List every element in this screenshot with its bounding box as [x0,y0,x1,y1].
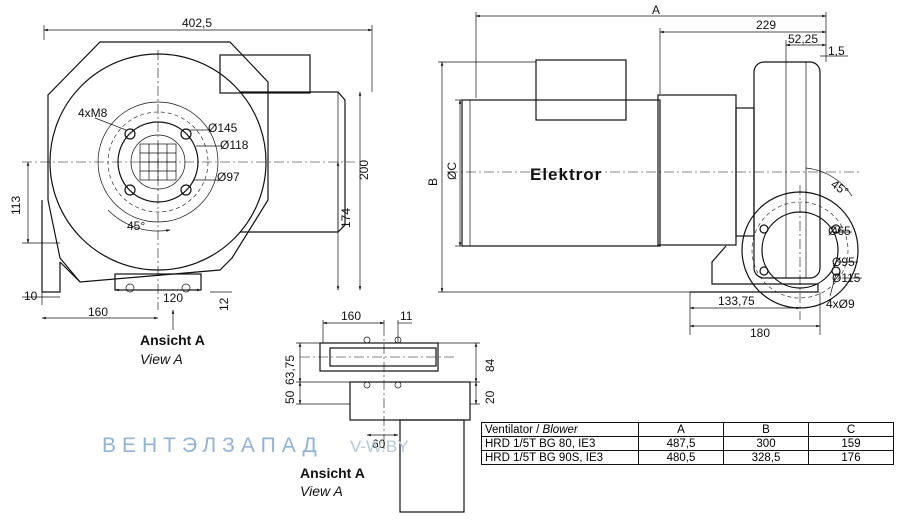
front-height-200: 200 [357,160,371,180]
front-view: 45° 402,5 4xM8 Ø145 Ø118 Ø97 200 174 113… [9,16,373,367]
side-dim-180: 180 [750,326,770,340]
front-foot-10: 10 [24,289,38,303]
side-view: Elektror 45° A 229 52,25 1,5 B ØC Ø65 [426,3,862,340]
side-dim-holes: 4xØ9 [826,297,855,311]
spec-table: Ventilator / Blower A B C HRD 1/5T BG 80… [481,422,894,465]
spec-header-b: B [723,422,809,437]
detail-dim-20: 20 [483,390,497,404]
side-dim-d115: Ø115 [832,271,861,285]
front-view-label-de: Ansicht A [140,332,205,348]
side-base [690,245,819,293]
front-foot-12: 12 [217,297,231,311]
side-motor-cylinder [461,99,661,247]
front-height-174: 174 [339,208,353,228]
table-row: HRD 1/5T BG 90S, IE3 480,5 328,5 176 [481,450,894,465]
detail-dim-63-75: 63,75 [283,355,297,385]
side-dim-229: 229 [756,18,776,32]
spec-header-model-de: Ventilator / [485,423,543,436]
detail-dim-160: 160 [341,309,361,323]
detail-motor [399,419,465,513]
front-motor-box [219,54,311,94]
detail-dim-60: 60 [372,437,386,451]
side-dim-52-25: 52,25 [788,32,818,46]
front-width-dim: 402,5 [182,16,212,30]
side-angle-label: 45° [828,177,851,199]
side-dim-1-5: 1,5 [828,44,845,58]
side-volute [753,61,821,279]
spec-header-c: C [808,422,894,437]
detail-dim-11: 11 [400,309,413,323]
spec-cell-a: 487,5 [638,436,724,451]
front-d97-dim: Ø97 [217,170,240,184]
front-foot-160: 160 [88,305,108,319]
side-dim-d95: Ø95 [832,255,855,269]
side-dim-133-75: 133,75 [718,294,755,308]
front-housing-outline [47,41,269,283]
spec-cell-model: HRD 1/5T BG 90S, IE3 [481,450,639,465]
spec-cell-c: 159 [808,436,894,451]
side-dim-B: B [426,178,440,186]
front-angle-label: 45° [127,219,145,233]
spec-cell-c: 176 [808,450,894,465]
side-dim-A: A [652,3,660,17]
spec-table-header: Ventilator / Blower A B C [481,422,894,437]
side-dim-C: ØC [445,162,459,180]
watermark-text: ВЕНТЭЛЗАПАД [102,434,323,457]
detail-dim-50: 50 [283,390,297,404]
front-thread-dim: 4xM8 [78,106,108,120]
detail-view-label-de: Ansicht A [300,465,365,481]
spec-cell-b: 300 [723,436,809,451]
spec-header-model-en: Blower [542,423,578,436]
spec-cell-a: 480,5 [638,450,724,465]
side-dim-d65: Ø65 [828,224,851,238]
watermark-url: V-W.BY [350,437,409,456]
table-row: HRD 1/5T BG 80, IE3 487,5 300 159 [481,436,894,451]
front-foot-120: 120 [163,291,183,305]
detail-dim-84: 84 [483,358,497,372]
spec-header-a: A [638,422,724,437]
front-foot [41,200,81,293]
front-view-label-en: View A [140,351,183,367]
spec-cell-b: 328,5 [723,450,809,465]
front-d145-dim: Ø145 [208,121,238,135]
spec-header-model: Ventilator / Blower [481,422,639,437]
detail-view: 160 11 63,75 50 84 20 60 Ansicht A View … [283,309,497,513]
front-d118-dim: Ø118 [220,138,249,152]
front-height-113: 113 [9,196,23,215]
front-motor-body [240,91,346,233]
spec-cell-model: HRD 1/5T BG 80, IE3 [481,436,639,451]
side-terminal-box [535,59,627,121]
side-brand-logo: Elektror [530,165,602,184]
detail-view-label-en: View A [300,483,343,499]
